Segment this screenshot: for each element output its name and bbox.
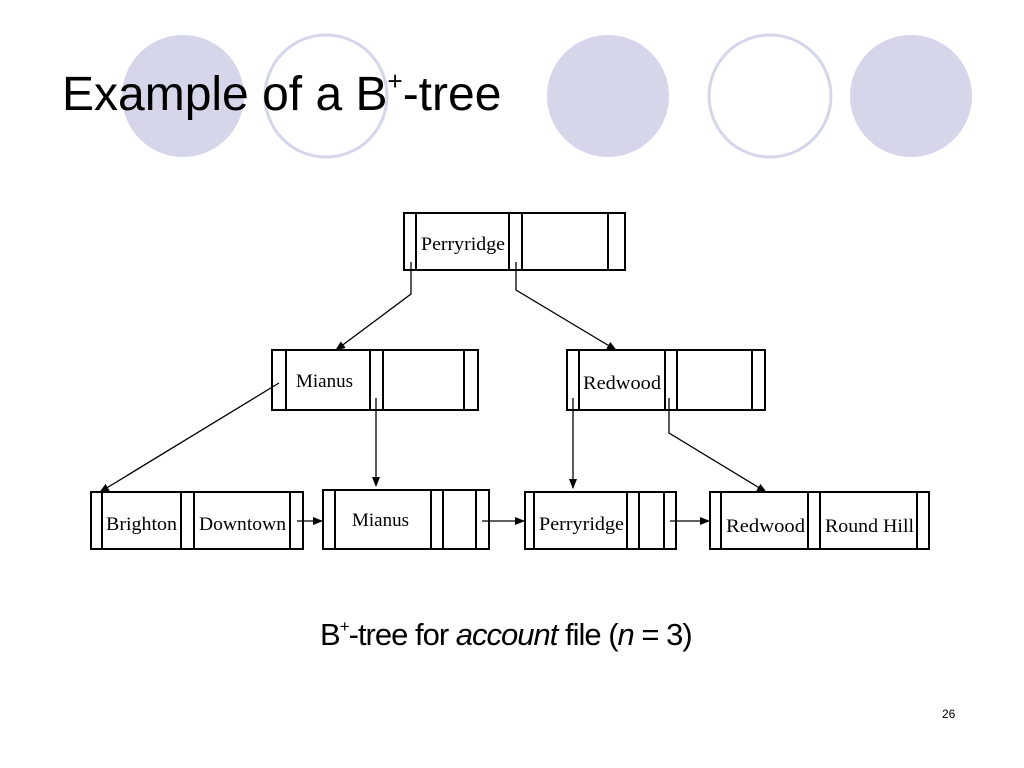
leaf-node-4 bbox=[709, 491, 930, 550]
slide-number: 26 bbox=[942, 707, 956, 721]
root-key-1: Perryridge bbox=[421, 234, 505, 255]
pointer-root-to-right bbox=[515, 262, 617, 351]
caption-italic-n: n bbox=[617, 617, 635, 652]
title-base: Example of a B bbox=[62, 68, 388, 121]
leaf4-key-2: Round Hill bbox=[825, 516, 914, 537]
caption-italic-account: account bbox=[455, 617, 559, 652]
title-rest: -tree bbox=[402, 68, 502, 121]
deco-circle-3 bbox=[547, 35, 669, 157]
caption-sup: + bbox=[339, 617, 350, 636]
caption-pre: B bbox=[320, 617, 341, 652]
caption-mid2: file ( bbox=[557, 617, 619, 652]
leaf4-key-1: Redwood bbox=[726, 516, 806, 537]
internal-node-right bbox=[566, 349, 766, 411]
deco-circle-5 bbox=[850, 35, 972, 157]
leaf3-key-1: Perryridge bbox=[539, 514, 624, 535]
leaf1-key-1: Brighton bbox=[106, 514, 178, 535]
deco-circle-1 bbox=[122, 35, 244, 157]
pointer-left-to-leaf1 bbox=[99, 382, 280, 493]
slide-title: Example of a B+-tree bbox=[62, 68, 501, 119]
leaf-node-1 bbox=[90, 491, 304, 550]
leaf-node-2 bbox=[322, 489, 490, 550]
deco-circle-4 bbox=[707, 33, 833, 159]
internal-node-left bbox=[271, 349, 479, 411]
pointer-root-to-left bbox=[335, 262, 412, 351]
leaf2-key-1: Mianus bbox=[352, 510, 409, 531]
caption-post: = 3) bbox=[633, 617, 692, 652]
deco-circle-2 bbox=[263, 33, 389, 159]
caption-mid: -tree for bbox=[348, 617, 456, 652]
root-node bbox=[403, 212, 626, 271]
internal-right-key-1: Redwood bbox=[583, 373, 662, 394]
leaf1-key-2: Downtown bbox=[199, 514, 287, 535]
diagram-caption: B+-tree for account file (n = 3) bbox=[320, 617, 693, 652]
title-sup: + bbox=[387, 66, 403, 96]
internal-left-key-1: Mianus bbox=[296, 371, 353, 392]
pointer-right-to-leaf4 bbox=[668, 398, 767, 493]
